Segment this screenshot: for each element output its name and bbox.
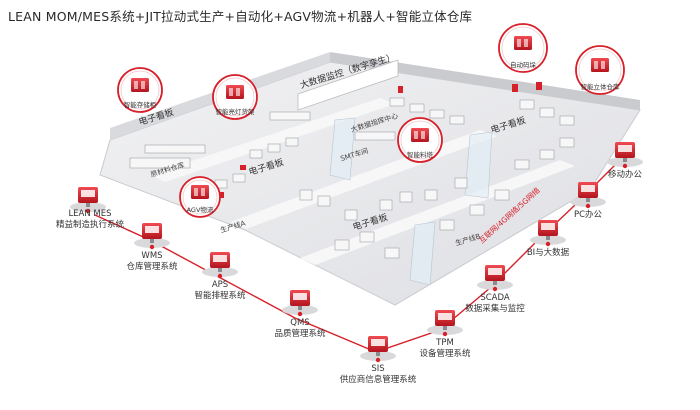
system-desc: PC办公 [573,210,603,220]
system-name: APS [211,280,229,290]
big-data-screen [297,59,399,111]
circle-label: AGV物流 [187,205,214,214]
page-title: LEAN MOM/MES系统+JIT拉动式生产+自动化+AGV物流+机器人+智能… [8,9,473,24]
glass-partition-1 [329,117,356,181]
system-name: SCADA [480,293,510,303]
system-desc: 移动办公 [607,170,643,180]
light-shelf-icon: 智能亮灯货架 [212,74,258,120]
mes-desk-icon [70,187,106,214]
walkway-a [150,98,395,182]
system-desc: 供应商信息管理系统 [339,375,417,385]
system-label-mobile: 移动办公 [608,170,642,181]
production-machines [129,97,575,259]
circle-label: 自动码垛 [510,60,537,69]
tpm-gear-icon [427,310,463,337]
material-tower-icon: 智能料塔 [397,117,443,163]
system-desc: BI与大数据 [526,248,570,258]
storage-rack-icon: 智能存储柜 [117,67,163,113]
glass-partition-3 [409,221,436,286]
pc-icon [570,182,606,209]
system-name: WMS [141,251,163,261]
circle-label: 智能存储柜 [124,100,157,109]
circle-label: 智能亮灯货架 [216,107,256,116]
system-desc: 仓库管理系统 [126,262,178,272]
system-desc: 品质管理系统 [274,329,326,339]
glass-partition-2 [464,131,493,199]
system-name: SIS [371,364,385,374]
warehouse-icon: 智能立体仓库 [575,45,625,95]
qms-icon [282,290,318,317]
system-name: LEAN MES [68,209,112,219]
aps-board-icon [202,252,238,279]
system-label-pc: PC办公 [574,210,602,221]
scada-icon [477,265,513,292]
circle-label: 智能立体仓库 [581,82,621,91]
system-desc: 智能排程系统 [194,291,246,301]
agv-icon: AGV物流 [179,176,221,218]
system-name: TPM [436,338,454,348]
system-name: QMS [290,318,310,328]
circle-label: 智能料塔 [407,150,434,159]
wms-shelf-icon [134,223,170,250]
sis-icon [360,336,396,363]
mobile-icon [607,142,643,169]
bi-chart-icon [530,220,566,247]
robot-arm-icon: 自动码垛 [498,23,548,73]
system-desc: 数据采集与监控 [465,304,525,314]
system-desc: 设备管理系统 [419,349,471,359]
factory-floor [99,61,641,306]
back-wall-right [330,52,640,110]
system-label-bi: BI与大数据 [527,248,569,259]
system-desc: 精益制造执行系统 [55,220,125,230]
